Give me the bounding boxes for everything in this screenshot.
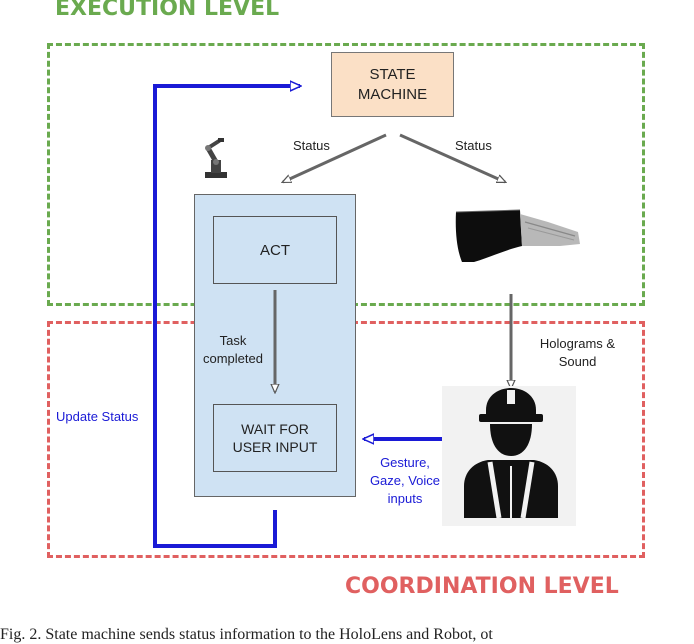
construction-worker-icon <box>442 386 576 526</box>
wait-for-user-input-node: WAIT FOR USER INPUT <box>213 404 337 472</box>
coordination-level-title: COORDINATION LEVEL <box>345 574 619 599</box>
wait-label: WAIT FOR USER INPUT <box>232 421 318 455</box>
status-arrow-right <box>399 133 505 184</box>
status-label-right: Status <box>455 138 492 153</box>
execution-level-title: EXECUTION LEVEL <box>55 0 280 21</box>
act-label: ACT <box>260 241 290 259</box>
state-machine-node: STATE MACHINE <box>331 52 454 117</box>
gesture-inputs-label: Gesture, Gaze, Voice inputs <box>369 455 441 506</box>
holograms-sound-label: Holograms & Sound <box>539 336 616 369</box>
status-arrow-left <box>283 133 387 184</box>
state-machine-label: STATE MACHINE <box>357 65 428 103</box>
hololens-headset-icon <box>455 209 580 262</box>
figure-caption: Fig. 2. State machine sends status infor… <box>0 626 493 643</box>
update-status-label: Update Status <box>56 409 139 424</box>
act-node: ACT <box>213 216 337 284</box>
update-status-arrow <box>153 86 300 548</box>
task-completed-label: Task completed <box>203 333 263 366</box>
status-label-left: Status <box>293 138 330 153</box>
robot-arm-icon <box>205 138 227 178</box>
